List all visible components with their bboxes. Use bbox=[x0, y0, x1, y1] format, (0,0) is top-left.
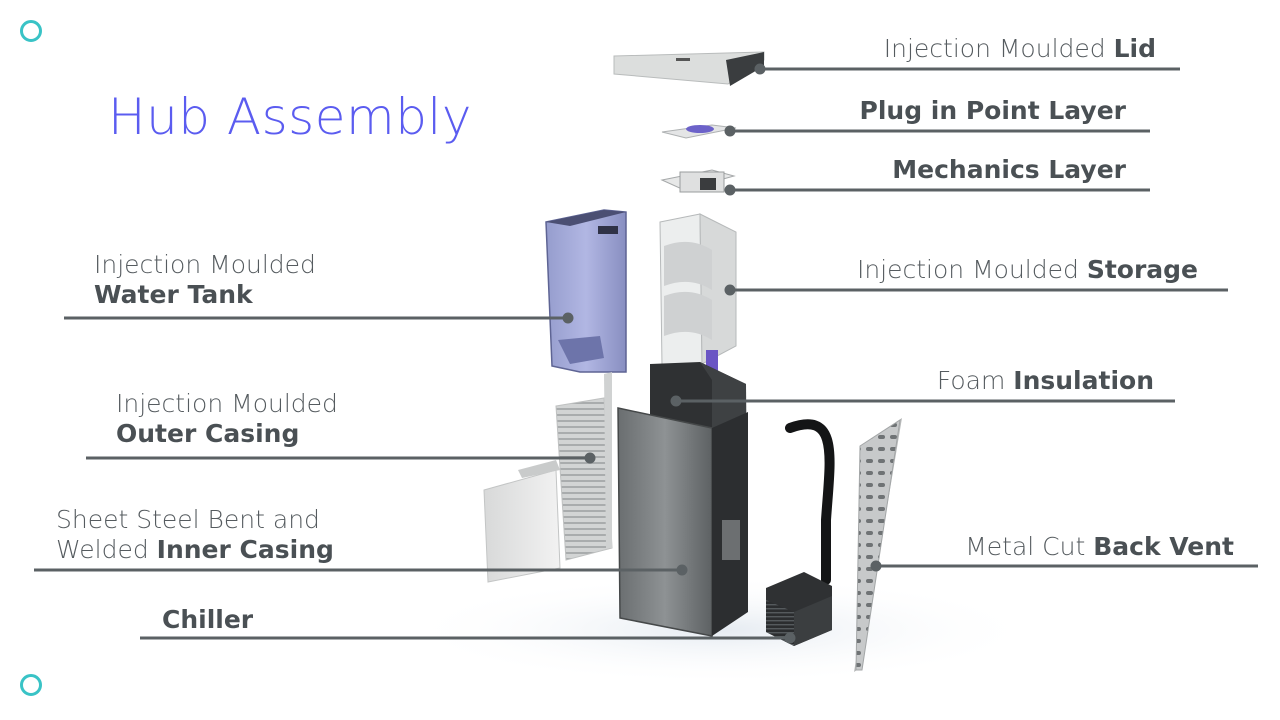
back-vent-part bbox=[855, 418, 901, 671]
label-chiller: Chiller bbox=[162, 605, 254, 634]
label-lid: Injection Moulded Lid bbox=[883, 34, 1156, 63]
outer-casing-panel bbox=[483, 469, 561, 583]
label-inner-casing: Sheet Steel Bent and Welded Inner Casing bbox=[56, 505, 334, 564]
label-foam-insulation: Foam Insulation bbox=[936, 366, 1154, 395]
label-storage: Injection Moulded Storage bbox=[856, 255, 1198, 284]
label-outer-casing: Injection Moulded Outer Casing bbox=[116, 389, 338, 448]
label-mechanics-layer: Mechanics Layer bbox=[892, 155, 1126, 184]
label-plug-in-point-layer: Plug in Point Layer bbox=[859, 96, 1127, 125]
top-ring-icon bbox=[20, 20, 42, 42]
label-back-vent: Metal Cut Back Vent bbox=[965, 532, 1234, 561]
bottom-ring-icon bbox=[20, 674, 42, 696]
label-water-tank: Injection Moulded Water Tank bbox=[94, 250, 316, 309]
page-title: Hub Assembly bbox=[108, 88, 472, 146]
